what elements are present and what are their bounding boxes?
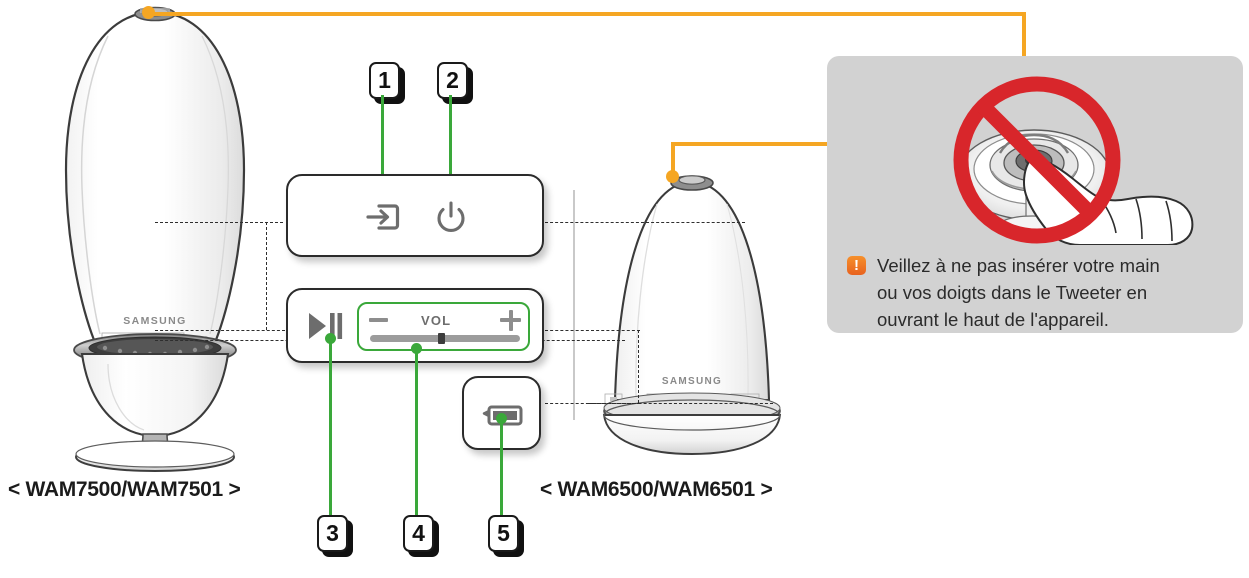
caption-wam7500: < WAM7500/WAM7501 > xyxy=(8,478,241,501)
orange-leader-dot-wam6500 xyxy=(666,170,679,183)
section-divider xyxy=(573,190,575,420)
warning-message-row: ! Veillez à ne pas insérer votre main ou… xyxy=(847,252,1217,333)
orange-leader-top xyxy=(148,12,1026,16)
dashed-connector-vertical-right xyxy=(638,330,639,403)
callout-badge-2-label: 2 xyxy=(437,62,468,99)
top-control-panel xyxy=(286,174,544,257)
power-icon[interactable] xyxy=(436,201,466,233)
speaker-wam6500-illustration: SAMSUNG VOL xyxy=(602,175,782,455)
play-pause-icon[interactable] xyxy=(307,310,343,342)
orange-leader-right xyxy=(671,142,831,146)
orange-leader-top-down xyxy=(1022,12,1026,60)
volume-track[interactable] xyxy=(370,335,520,342)
dashed-connector-top-right xyxy=(545,222,745,223)
svg-text:SAMSUNG: SAMSUNG xyxy=(123,315,186,327)
callout-line-4 xyxy=(415,348,418,515)
source-input-icon[interactable] xyxy=(366,202,400,232)
dashed-connector-vertical xyxy=(266,222,267,330)
volume-slider[interactable]: VOL xyxy=(357,302,530,351)
dashed-connector-mid-right xyxy=(545,330,640,331)
callout-dot-4 xyxy=(411,343,422,354)
orange-leader-right-up xyxy=(671,142,675,177)
callout-badge-1[interactable]: 1 xyxy=(369,62,405,104)
warning-exclamation-icon: ! xyxy=(847,256,866,275)
prohibition-hand-tweeter-illustration xyxy=(953,76,1194,245)
callout-badge-5[interactable]: 5 xyxy=(488,515,524,557)
volume-knob[interactable] xyxy=(438,333,445,344)
callout-line-2 xyxy=(449,95,452,182)
speaker-wam7500-illustration: SAMSUNG VOL xyxy=(64,6,246,472)
callout-badge-5-label: 5 xyxy=(488,515,519,552)
callout-badge-1-label: 1 xyxy=(369,62,400,99)
volume-label: VOL xyxy=(421,313,452,328)
callout-line-5 xyxy=(500,418,503,515)
caption-wam6500: < WAM6500/WAM6501 > xyxy=(540,478,773,501)
callout-line-1 xyxy=(381,95,384,182)
volume-minus-icon[interactable] xyxy=(369,318,388,322)
callout-badge-3-label: 3 xyxy=(317,515,348,552)
callout-badge-3[interactable]: 3 xyxy=(317,515,353,557)
warning-message-text: Veillez à ne pas insérer votre main ou v… xyxy=(877,255,1160,330)
orange-leader-dot-wam7500 xyxy=(142,6,155,19)
warning-exclamation-glyph: ! xyxy=(854,257,859,274)
dashed-connector-bottom-left xyxy=(155,330,285,331)
volume-plus-icon-v[interactable] xyxy=(508,309,513,331)
callout-badge-2[interactable]: 2 xyxy=(437,62,473,104)
dashed-connector-battery-speaker xyxy=(588,403,773,404)
callout-line-3 xyxy=(329,338,332,515)
svg-text:SAMSUNG: SAMSUNG xyxy=(662,376,722,387)
callout-badge-4-label: 4 xyxy=(403,515,434,552)
callout-badge-4[interactable]: 4 xyxy=(403,515,439,557)
callout-dot-3 xyxy=(325,333,336,344)
dashed-connector-top-left xyxy=(155,222,283,223)
callout-dot-5 xyxy=(496,413,507,424)
